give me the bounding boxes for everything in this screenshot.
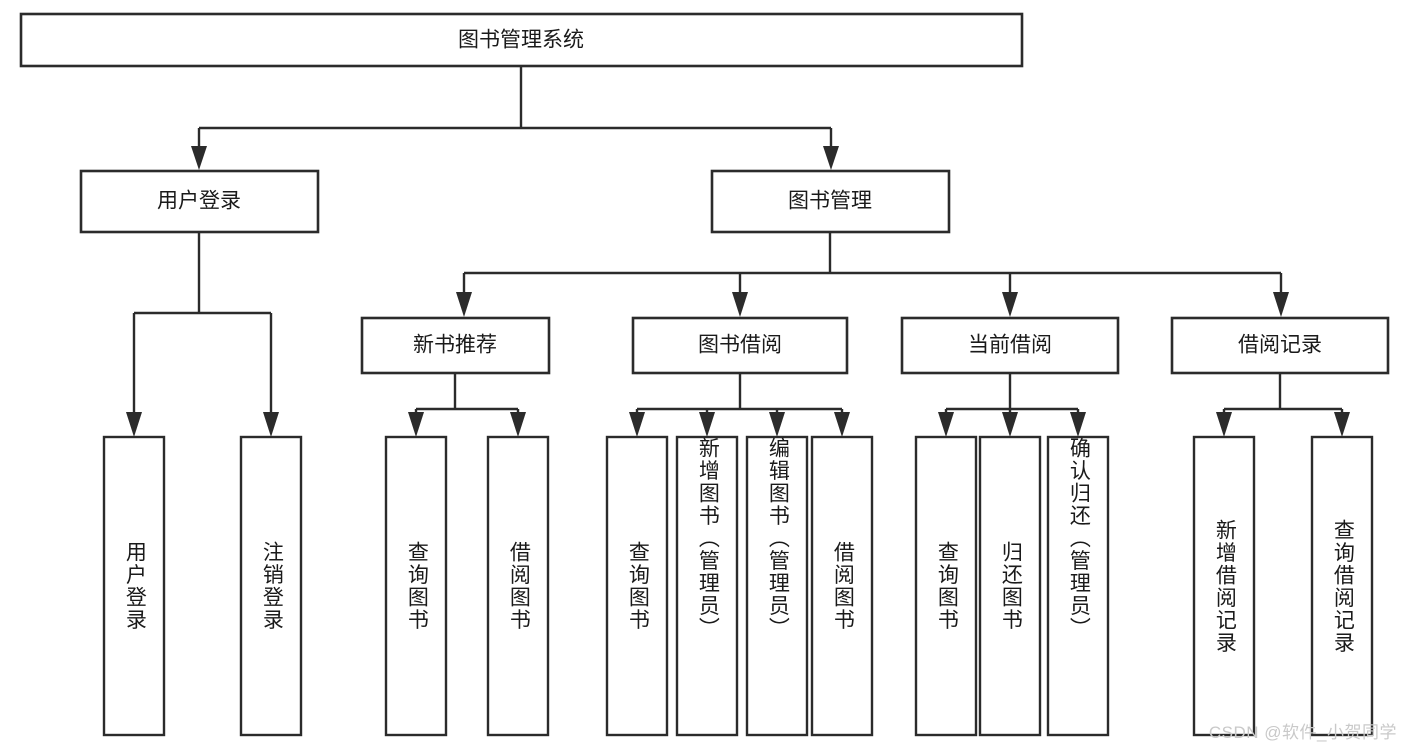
leaf-box-user-login-0[interactable] [102, 435, 166, 737]
arrow-current-to-leaf1 [938, 412, 954, 437]
node-book-management-box[interactable] [710, 169, 951, 234]
leaf-box-borrow-3[interactable] [810, 435, 874, 737]
leaf-box-current-0[interactable] [914, 435, 978, 737]
node-root[interactable]: 图书管理系统 [19, 12, 1024, 68]
arrow-recommend-to-leaf1 [408, 412, 424, 437]
arrow-root-to-login [191, 146, 207, 170]
node-borrow-record[interactable]: 借阅记录 [1170, 316, 1390, 375]
leaf-box-user-login-1[interactable] [239, 435, 303, 737]
leaf-box-record-1[interactable] [1310, 435, 1374, 737]
node-book-management[interactable]: 图书管理 [710, 169, 951, 234]
node-new-book-recommend-box[interactable] [360, 316, 551, 375]
arrow-record-to-leaf2 [1334, 412, 1350, 437]
watermark-text: CSDN @软件_小贺同学 [1208, 723, 1397, 742]
leaf-box-borrow-0[interactable] [605, 435, 669, 737]
leaf-box-borrow-1[interactable] [675, 435, 739, 737]
arrow-manage-to-n2 [732, 292, 748, 317]
node-current-borrow-label: 当前借阅 [968, 334, 1052, 357]
leaf-box-recommend-0[interactable] [384, 435, 448, 737]
arrow-login-to-leaf2 [263, 412, 279, 437]
arrow-borrow-to-leaf4 [834, 412, 850, 437]
arrow-borrow-to-leaf1 [629, 412, 645, 437]
node-root-box[interactable] [19, 12, 1024, 68]
node-book-borrow[interactable]: 图书借阅 [631, 316, 849, 375]
node-book-borrow-box[interactable] [631, 316, 849, 375]
node-borrow-record-box[interactable] [1170, 316, 1390, 375]
arrow-record-to-leaf1 [1216, 412, 1232, 437]
arrow-manage-to-n3 [1002, 292, 1018, 317]
node-user-login-label: 用户登录 [157, 190, 241, 213]
node-current-borrow-box[interactable] [900, 316, 1120, 375]
node-user-login[interactable]: 用户登录 [79, 169, 320, 234]
node-new-book-recommend-label: 新书推荐 [413, 334, 497, 357]
arrow-recommend-to-leaf2 [510, 412, 526, 437]
node-current-borrow[interactable]: 当前借阅 [900, 316, 1120, 375]
node-new-book-recommend[interactable]: 新书推荐 [360, 316, 551, 375]
arrow-current-to-leaf3 [1070, 412, 1086, 437]
arrow-login-to-leaf1 [126, 412, 142, 437]
arrow-borrow-to-leaf3 [769, 412, 785, 437]
node-root-label: 图书管理系统 [458, 29, 584, 52]
leaf-box-record-0[interactable] [1192, 435, 1256, 737]
node-book-management-label: 图书管理 [788, 190, 872, 213]
arrow-current-to-leaf2 [1002, 412, 1018, 437]
node-book-borrow-label: 图书借阅 [698, 334, 782, 357]
leaf-box-current-2[interactable] [1046, 435, 1110, 737]
arrow-manage-to-n1 [456, 292, 472, 317]
arrow-borrow-to-leaf2 [699, 412, 715, 437]
leaf-box-recommend-1[interactable] [486, 435, 550, 737]
arrow-manage-to-n4 [1273, 292, 1289, 317]
leaf-box-current-1[interactable] [978, 435, 1042, 737]
arrow-root-to-manage [823, 146, 839, 170]
node-borrow-record-label: 借阅记录 [1238, 334, 1322, 357]
leaf-box-borrow-2[interactable] [745, 435, 809, 737]
